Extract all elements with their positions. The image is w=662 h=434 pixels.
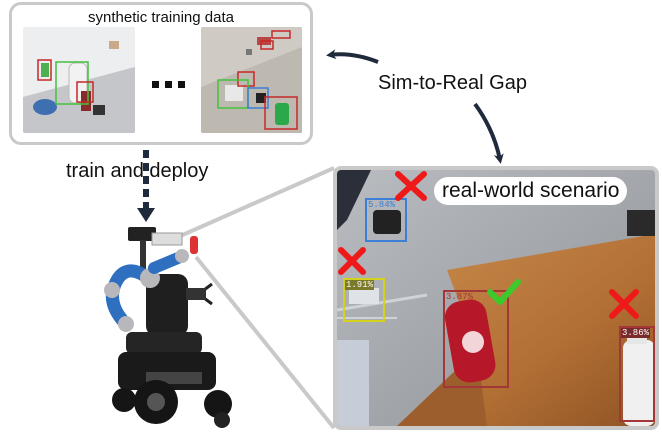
real-world-label: real-world scenario bbox=[434, 177, 628, 205]
synthetic-image-left bbox=[23, 27, 135, 133]
detection-score: 5.84% bbox=[368, 200, 396, 210]
zoom-line-bottom bbox=[194, 255, 336, 430]
detection-score: 3.87% bbox=[446, 292, 474, 302]
synthetic-data-panel: synthetic training data bbox=[9, 2, 313, 145]
synthetic-bbox-blue bbox=[247, 87, 269, 109]
detection-box-yellow: 1.91% bbox=[343, 278, 385, 322]
synthetic-bbox-red bbox=[237, 71, 255, 87]
robot-wheelchair-illustration bbox=[104, 227, 232, 428]
detection-score: 3.86% bbox=[621, 328, 651, 338]
synthetic-scene-left bbox=[23, 27, 135, 133]
synthetic-bbox-red bbox=[271, 30, 291, 39]
detection-score: 1.91% bbox=[345, 280, 375, 290]
ellipsis-dot bbox=[178, 81, 185, 88]
synthetic-bbox-red bbox=[264, 96, 298, 130]
ellipsis-dot bbox=[152, 81, 159, 88]
detection-box-white-bottle: 3.86% bbox=[619, 326, 655, 422]
zoom-line-top bbox=[177, 166, 335, 239]
real-world-panel: 5.84% 1.91% 3.87% 3.86% bbox=[333, 166, 659, 430]
synthetic-bbox-red bbox=[37, 59, 52, 81]
detection-box-red-bottle: 3.87% bbox=[443, 290, 509, 388]
sim-to-real-label: Sim-to-Real Gap bbox=[378, 72, 527, 94]
sim-to-real-arrow-left bbox=[326, 49, 379, 64]
synthetic-bbox-green bbox=[55, 61, 89, 105]
synthetic-data-title: synthetic training data bbox=[88, 9, 234, 26]
synthetic-image-right bbox=[201, 27, 302, 133]
synthetic-bbox-red bbox=[260, 40, 274, 50]
synthetic-scene-right bbox=[201, 27, 302, 133]
sim-to-real-arrow-down bbox=[473, 102, 504, 164]
train-deploy-label: train and deploy bbox=[66, 160, 209, 182]
synthetic-bbox-red bbox=[76, 81, 94, 103]
train-deploy-arrowhead bbox=[137, 208, 155, 222]
detection-box-mug: 5.84% bbox=[365, 198, 407, 242]
ellipsis-dot bbox=[165, 81, 172, 88]
